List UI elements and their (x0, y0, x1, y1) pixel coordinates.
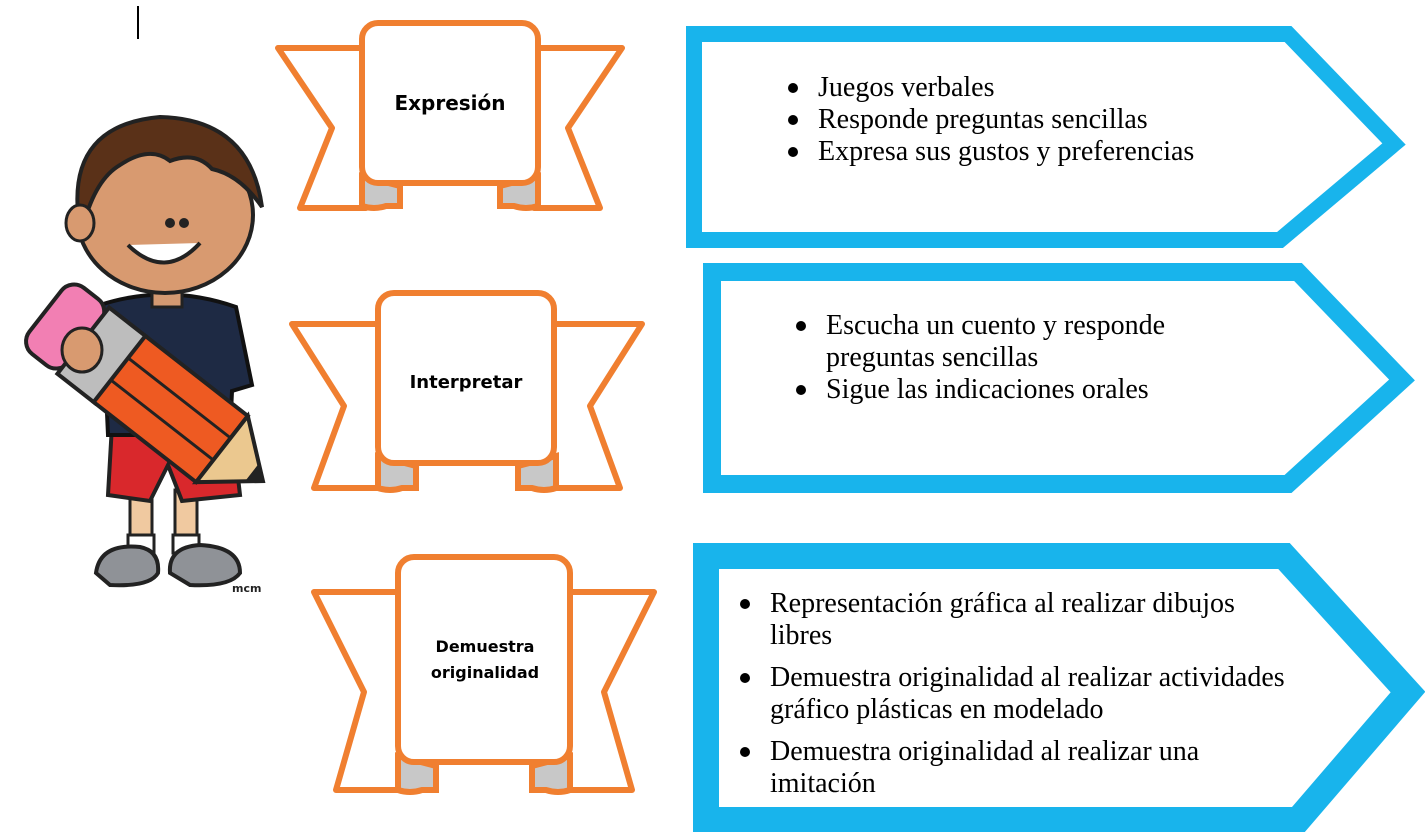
list-item: Demuestra originalidad al realizar activ… (732, 662, 1304, 726)
card-interpretar-list: Escucha un cuento y responde preguntas s… (788, 310, 1268, 406)
list-item: Juegos verbales (780, 72, 1300, 104)
banner-label-demuestra-originalidad: Demuestra originalidad (430, 637, 540, 682)
card-expresion-list: Juegos verbales Responde preguntas senci… (780, 72, 1300, 168)
list-item: Demuestra originalidad al realizar una i… (732, 736, 1304, 800)
banner-shape (289, 290, 645, 493)
list-item: Escucha un cuento y responde preguntas s… (788, 310, 1268, 374)
list-item: Representación gráfica al realizar dibuj… (732, 588, 1304, 652)
card-arrow-shape (686, 26, 1406, 248)
illustration-signature: mcm (232, 582, 261, 595)
text-cursor (137, 6, 139, 39)
boy-with-pencil-illustration: mcm (24, 114, 266, 595)
card-demuestra-originalidad-list: Representación gráfica al realizar dibuj… (732, 588, 1304, 810)
list-item: Sigue las indicaciones orales (788, 374, 1268, 406)
banner-label-expresion: Expresión (394, 91, 506, 115)
list-item: Expresa sus gustos y preferencias (780, 136, 1300, 168)
banner-shape (275, 20, 625, 211)
card-arrow-shape (703, 263, 1415, 493)
banner-label-interpretar: Interpretar (409, 372, 523, 393)
list-item: Responde preguntas sencillas (780, 104, 1300, 136)
card-arrow-shape (693, 543, 1425, 832)
banner-shape (311, 554, 657, 795)
